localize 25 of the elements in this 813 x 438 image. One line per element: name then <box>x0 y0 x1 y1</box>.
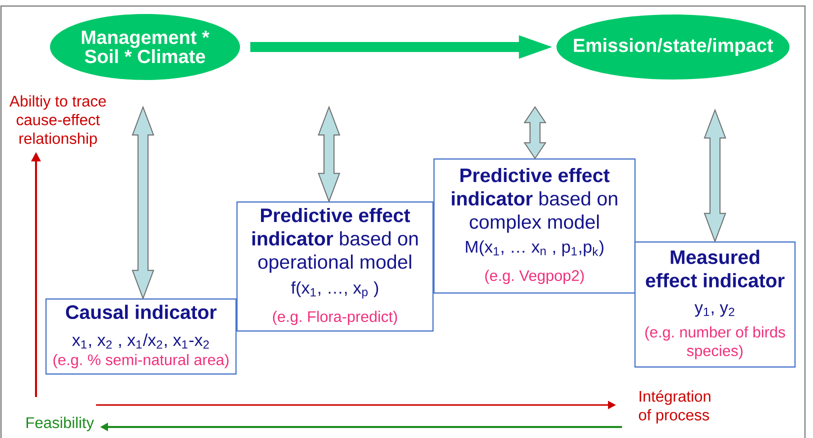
double-arrow <box>132 106 154 300</box>
axis-label: Feasibility <box>26 416 94 432</box>
indicator-box <box>45 298 237 375</box>
ellipse-node: Management * Soil * Climate <box>50 14 240 80</box>
box-title: Causal indicator <box>66 304 217 320</box>
box-title: Predictive effect indicator based on complex model <box>452 168 618 233</box>
formula: f(x$_{1}$, …, x$_{p}$ ) <box>291 281 378 299</box>
formula: x$_{1}$, x$_{2}$ , x$_{1}$/x$_{2}$, x$_{1}$-x$_{2}$ <box>72 334 209 349</box>
formula: y$_{1}$, y$_{2}$ <box>694 304 734 317</box>
box-title: Measured effect indicator <box>646 250 785 288</box>
axis-label: Abiltiy to trace cause-effect relationship <box>9 95 106 148</box>
formula: M(x$_{1}$, … x$_{n}$ , p$_{1}$,p$_{k}$) <box>466 240 604 256</box>
example-note: (e.g. % semi-natural area) <box>53 354 228 368</box>
indicator-box <box>433 158 636 294</box>
double-arrow <box>318 106 340 203</box>
box-title: Predictive effect indicator based on operational model <box>252 208 418 273</box>
double-arrow <box>704 108 726 243</box>
ellipse-node: Emission/state/impact <box>556 14 790 80</box>
axis-label: Intégration of process <box>638 390 710 424</box>
indicator-box <box>236 201 434 332</box>
example-note: (e.g. Flora-predict) <box>273 310 397 326</box>
example-note: (e.g. Vegpop2) <box>485 270 584 284</box>
indicator-box <box>634 241 796 368</box>
example-note: (e.g. number of birds species) <box>645 326 786 360</box>
double-arrow <box>524 106 546 160</box>
